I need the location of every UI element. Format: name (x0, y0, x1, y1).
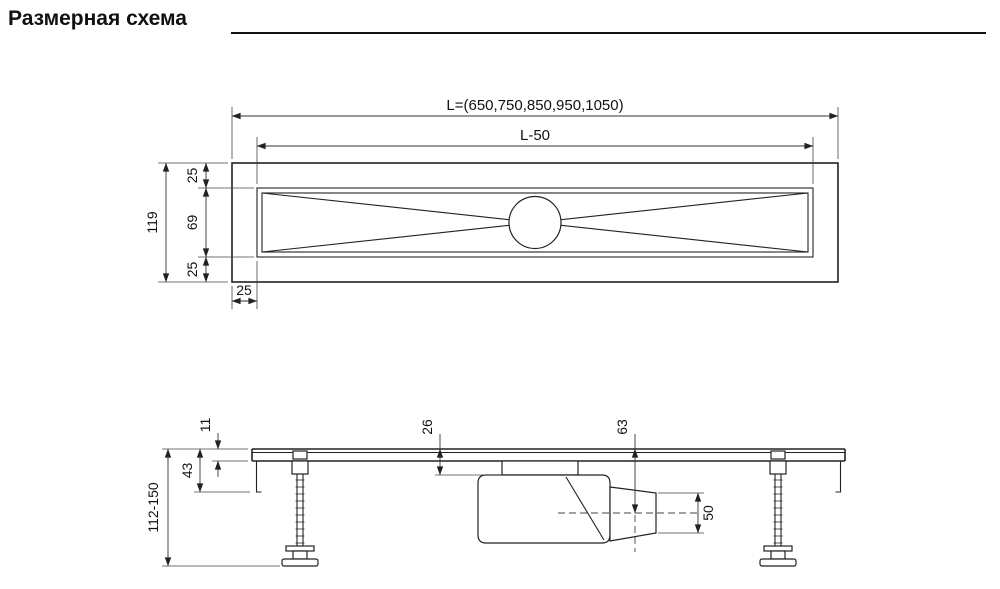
right-leg-slot (770, 450, 786, 460)
left-leg-rod (296, 474, 304, 546)
dim-label-body-height: 43 (179, 463, 195, 479)
dim-label-channel-width: 69 (184, 215, 200, 231)
left-foot-nut (292, 550, 308, 560)
left-end-tab (255, 461, 262, 493)
top-view (231, 162, 839, 283)
channel-outer-outline (231, 162, 839, 283)
siphon (477, 460, 700, 552)
drain-outlet-circle (508, 195, 562, 250)
left-leg-slot (292, 450, 308, 460)
left-leg-bracket (291, 460, 309, 475)
siphon-outlet-stub (609, 486, 657, 542)
siphon-internal-baffle (565, 476, 605, 541)
dim-label-offset-bottom: 25 (184, 262, 200, 278)
dim-label-leg-height-range: 112-150 (145, 482, 161, 533)
side-view (251, 448, 846, 567)
siphon-body (477, 474, 611, 544)
right-leg (759, 450, 797, 567)
right-foot-nut (770, 550, 786, 560)
right-leg-thread-hatch (773, 479, 783, 544)
right-leg-rod (774, 474, 782, 546)
right-foot-plate (763, 545, 793, 552)
dim-label-outlet-diameter: 50 (700, 505, 716, 521)
dim-label-height-total: 119 (144, 211, 160, 234)
top-view-dimensions: L=(650,750,850,950,1050) L-50 119 25 69 … (144, 97, 839, 309)
page-title: Размерная схема (8, 7, 187, 30)
siphon-inlet (501, 460, 579, 476)
dim-label-trap-depth: 63 (614, 419, 630, 435)
dim-label-offset-top: 25 (184, 168, 200, 184)
left-leg (281, 450, 319, 567)
left-foot-base (281, 558, 319, 567)
dim-label-channel-depth: 26 (419, 419, 435, 435)
dim-label-offset-left: 25 (236, 282, 252, 298)
left-leg-thread-hatch (295, 479, 305, 544)
side-view-dimensions: 11 43 112-150 26 63 50 (145, 418, 716, 567)
dim-label-flange-height: 11 (197, 418, 213, 433)
right-end-tab (835, 461, 842, 493)
right-leg-bracket (769, 460, 787, 475)
grate-inner-outline (261, 192, 809, 253)
right-foot-base (759, 558, 797, 567)
left-foot-plate (285, 545, 315, 552)
dim-label-length-total: L=(650,750,850,950,1050) (446, 97, 623, 114)
dim-label-length-inner: L-50 (520, 127, 550, 144)
grate-frame-outline (256, 187, 814, 258)
